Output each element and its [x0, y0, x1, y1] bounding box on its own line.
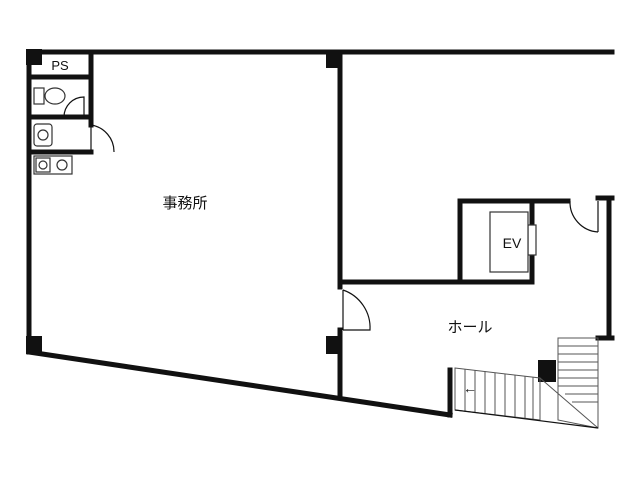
- column-top-mid: [326, 52, 342, 68]
- column-top-left: [26, 49, 42, 65]
- stove-burner: [38, 160, 48, 170]
- stairs: [454, 337, 599, 429]
- labels: 事務所 ホール EV PS ←: [51, 58, 522, 396]
- sink-basin: [37, 129, 49, 141]
- doors: [63, 96, 599, 331]
- toilet-bowl: [44, 87, 66, 105]
- ev-cabin: [489, 211, 529, 273]
- column-stair: [538, 360, 556, 382]
- right-door-swing: [569, 200, 599, 233]
- room-label-hall: ホール: [447, 319, 492, 336]
- toilet-tank: [33, 87, 45, 105]
- stair-outer-edge: [454, 409, 599, 429]
- stair-flight-upper: [557, 337, 599, 429]
- wc-door-swing: [90, 124, 115, 153]
- stair-direction-arrow-icon: ←: [463, 380, 477, 396]
- ev-door: [527, 224, 537, 256]
- walls: [26, 49, 615, 418]
- column-bottom-left: [26, 336, 42, 354]
- office-door-swing: [342, 289, 371, 331]
- fixtures: [33, 87, 529, 273]
- toilet-door-swing: [63, 96, 85, 118]
- stair-flight-lower: [454, 367, 541, 421]
- kitchen-sink: [56, 159, 68, 171]
- stair-landing-diag: [539, 377, 599, 429]
- room-label-office: 事務所: [162, 195, 207, 212]
- column-bottom-mid: [326, 336, 342, 354]
- bottom-wall: [26, 349, 453, 418]
- columns: [26, 49, 556, 382]
- room-label-ev: EV: [503, 235, 522, 251]
- room-label-ps: PS: [51, 58, 69, 73]
